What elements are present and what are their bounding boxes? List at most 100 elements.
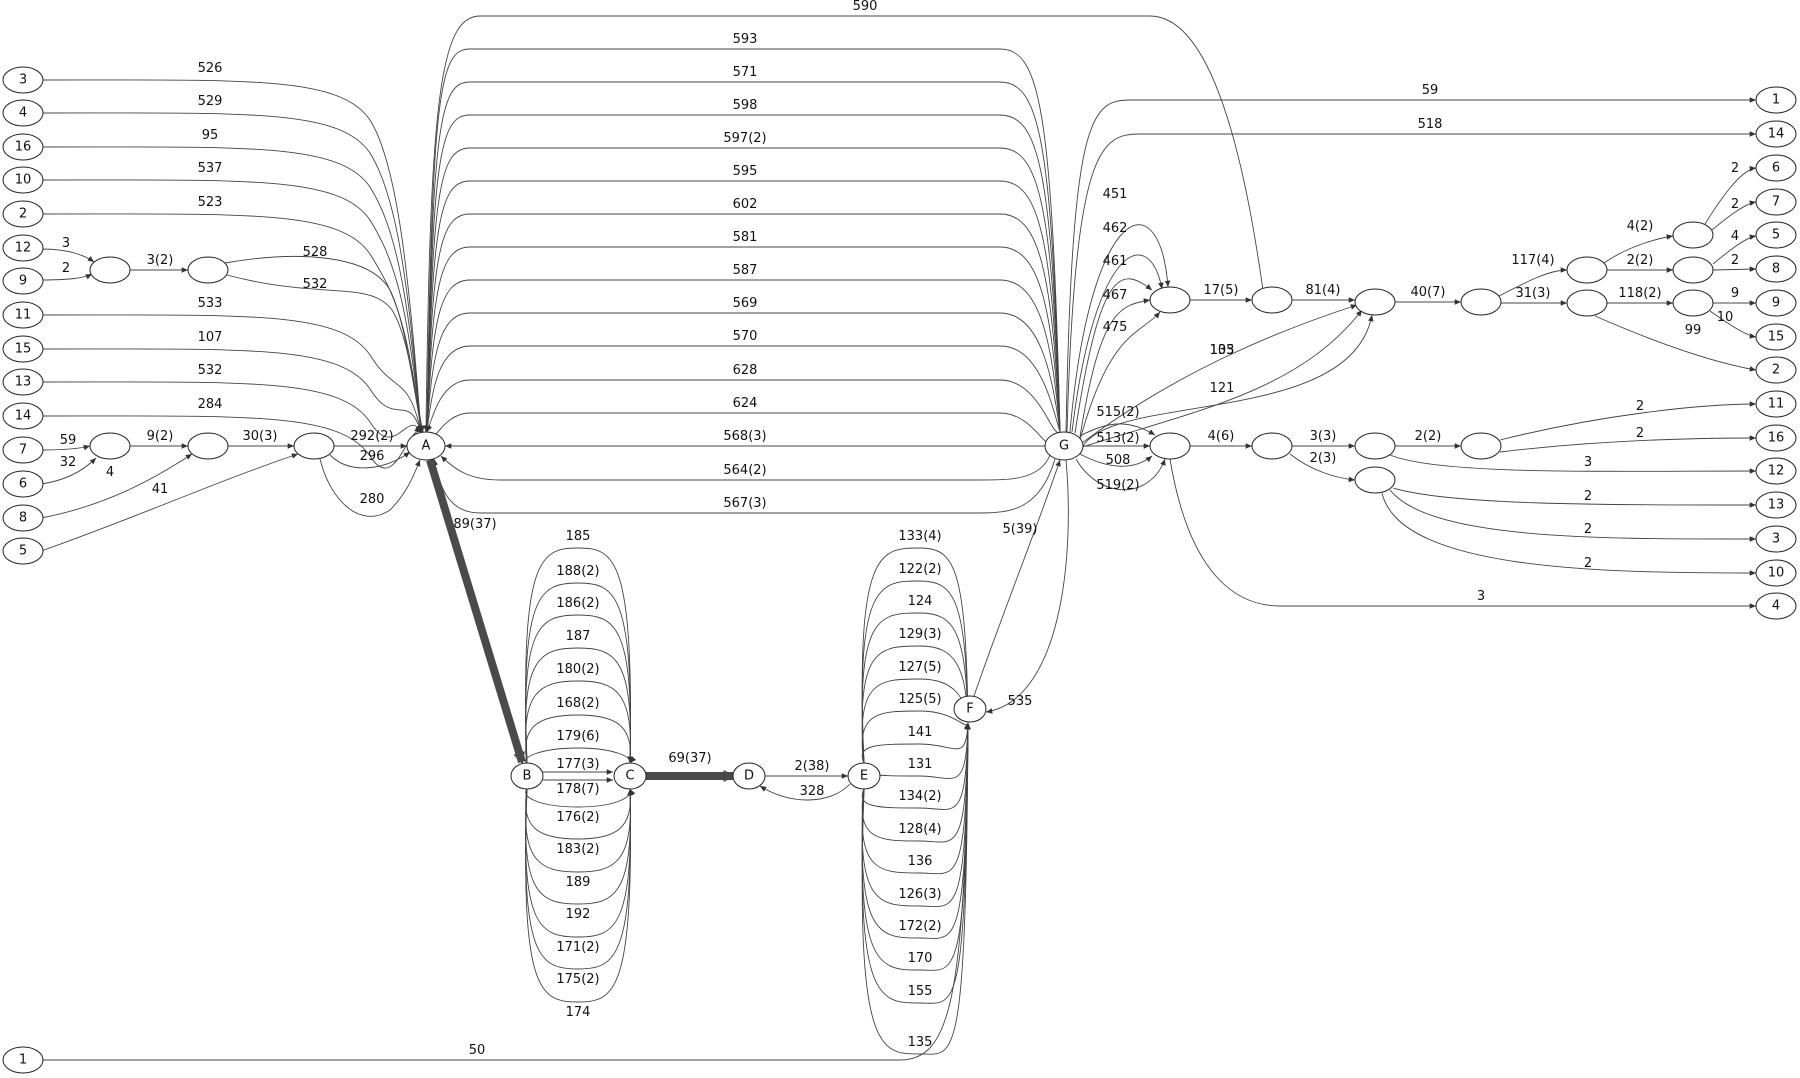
edge-label: 170	[908, 951, 933, 966]
node-label: 5	[19, 544, 27, 559]
edge-label: 131	[908, 757, 933, 772]
edge-path	[1074, 278, 1153, 434]
edge-path	[525, 788, 636, 808]
node-shape	[1755, 457, 1797, 485]
edge-g-462	[1071, 254, 1164, 433]
edges-layer	[40, 15, 1757, 1061]
node-l15: 15	[2, 335, 44, 363]
edge-path	[42, 213, 424, 433]
edge-label: 3	[1477, 589, 1485, 604]
edge-label: 581	[733, 230, 758, 245]
node-shape	[2, 66, 44, 94]
edge-label: 189	[566, 875, 591, 890]
edge-g14r13	[1392, 487, 1757, 508]
edge-path	[1389, 489, 1757, 542]
edge-path	[525, 582, 633, 764]
edge-ga-602	[424, 213, 1061, 433]
node-shape	[2, 402, 44, 430]
node-g6	[1672, 221, 1714, 249]
edge-path	[861, 722, 971, 875]
node-shape	[613, 762, 647, 790]
edge-g11g14	[1289, 453, 1356, 483]
edge-path	[426, 458, 526, 765]
edge-path	[861, 722, 971, 843]
node-l13: 13	[2, 368, 44, 396]
edge-ef-128	[861, 722, 971, 843]
node-shape	[2, 99, 44, 127]
edge-label: 122(2)	[898, 562, 941, 577]
node-shape	[1755, 491, 1797, 519]
edge-gr1	[1065, 97, 1756, 433]
node-shape	[953, 695, 987, 723]
edge-label: 532	[198, 363, 223, 378]
edge-fg	[973, 459, 1061, 697]
node-shape	[1755, 154, 1797, 182]
edge-label: 571	[733, 65, 758, 80]
edge-path	[525, 788, 633, 970]
node-shape	[2, 368, 44, 396]
node-r12: 12	[1755, 457, 1797, 485]
edge-label: 168(2)	[556, 696, 599, 711]
node-label: 16	[1768, 431, 1785, 446]
node-shape	[1354, 288, 1396, 316]
edge-ed	[759, 783, 851, 801]
edge-label: 134(2)	[898, 789, 941, 804]
edge-g7r5	[1712, 234, 1757, 265]
edge-path	[43, 722, 971, 1061]
edge-label: 2(2)	[1627, 253, 1654, 268]
node-label: 12	[15, 241, 32, 256]
edge-path	[1079, 311, 1161, 441]
node-l9: 9	[2, 267, 44, 295]
node-label: G	[1059, 439, 1069, 454]
edge-path	[861, 722, 971, 1004]
node-label: 14	[1768, 127, 1785, 142]
node-shape	[1755, 424, 1797, 452]
edge-path	[861, 580, 971, 764]
edge-path	[1169, 458, 1756, 609]
edge-label: 624	[733, 396, 758, 411]
edge-bc-189	[525, 788, 634, 873]
node-g2	[1251, 286, 1293, 314]
node-label: E	[860, 769, 868, 784]
edge-l10	[42, 179, 424, 433]
edge-label: 564(2)	[723, 463, 766, 478]
node-shape	[187, 432, 229, 460]
node-label: 6	[1772, 161, 1780, 176]
edge-path	[329, 451, 411, 469]
edge-l12	[40, 248, 95, 263]
node-shape	[2, 504, 44, 532]
edge-label: 126(3)	[898, 887, 941, 902]
node-r1: 1	[1755, 86, 1797, 114]
edge-label: 183(2)	[556, 842, 599, 857]
edge-bc-175	[525, 788, 633, 970]
edge-path	[424, 48, 1061, 433]
edge-path	[861, 722, 971, 764]
edge-l6	[40, 457, 97, 485]
edge-g-121	[1079, 314, 1374, 453]
node-label: 1	[19, 1053, 27, 1068]
edge-label: 595	[733, 164, 758, 179]
edge-label: 186(2)	[556, 596, 599, 611]
edge-label: 177(3)	[556, 757, 599, 772]
node-shape	[510, 762, 544, 790]
node-label: 8	[19, 511, 27, 526]
edge-label: 174	[566, 1005, 591, 1020]
edge-label: 69(37)	[668, 751, 711, 766]
edge-label: 31(3)	[1516, 286, 1551, 301]
edge-gf	[985, 459, 1069, 714]
node-shape	[1755, 559, 1797, 587]
node-shape	[1672, 289, 1714, 317]
edge-label: 2(38)	[795, 759, 830, 774]
edge-l11	[42, 314, 423, 433]
edge-l16	[42, 146, 424, 433]
node-label: 13	[1768, 498, 1785, 513]
edge-bc-192	[525, 788, 634, 905]
edge-path	[861, 722, 971, 1055]
edge-label: 171(2)	[556, 940, 599, 955]
edge-label: 567(3)	[723, 496, 766, 511]
edge-path	[1079, 423, 1156, 437]
edge-path	[40, 453, 299, 552]
edge-label: 508	[1106, 453, 1131, 468]
edge-label: 628	[733, 363, 758, 378]
edge-g9r15	[1709, 310, 1757, 339]
